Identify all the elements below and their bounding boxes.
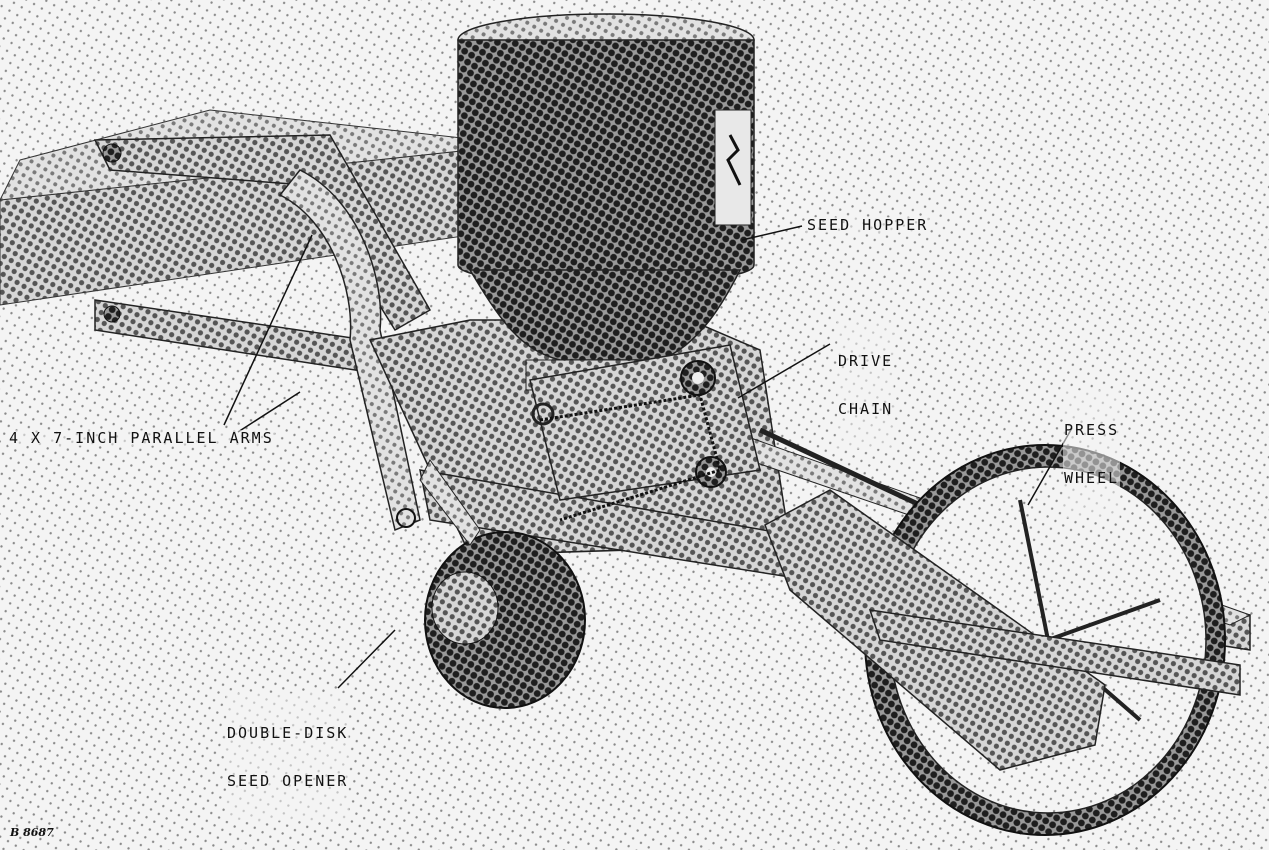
label-drive-chain: DRIVE CHAIN xyxy=(837,321,895,449)
double-disk-opener-shape xyxy=(419,459,586,709)
label-seed-hopper: SEED HOPPER xyxy=(806,216,930,234)
seed-hopper-shape xyxy=(457,13,755,391)
spring-rod xyxy=(758,427,922,508)
figure-id: B 8687 xyxy=(10,826,54,839)
drive-chain-shape xyxy=(539,393,722,522)
label-seed-opener: DOUBLE-DISK SEED OPENER xyxy=(226,693,350,821)
leader-arm-lower xyxy=(237,391,301,433)
label-parallel-arms: 4 X 7-INCH PARALLEL ARMS xyxy=(8,429,275,447)
wheel-arm xyxy=(868,609,1241,696)
bracket-bolt-lower xyxy=(396,508,416,528)
lower-arm-pivot-bolt xyxy=(103,305,121,323)
arm-pivot-bolt xyxy=(102,143,122,163)
label-seed-opener-line2: SEED OPENER xyxy=(227,772,349,790)
leader-seed-opener xyxy=(337,629,396,689)
label-press-wheel: PRESS WHEEL xyxy=(1063,390,1121,518)
leader-drive-chain xyxy=(737,343,831,399)
label-drive-chain-line1: DRIVE xyxy=(838,352,894,370)
leader-seed-hopper xyxy=(741,225,803,241)
leader-arm-upper xyxy=(223,234,313,426)
upper-parallel-arm xyxy=(93,134,432,332)
label-press-wheel-line2: WHEEL xyxy=(1064,469,1120,487)
label-press-wheel-line1: PRESS xyxy=(1064,421,1120,439)
label-seed-opener-line1: DOUBLE-DISK xyxy=(227,724,349,742)
label-drive-chain-line2: CHAIN xyxy=(838,400,894,418)
idler-sprocket xyxy=(531,402,555,426)
